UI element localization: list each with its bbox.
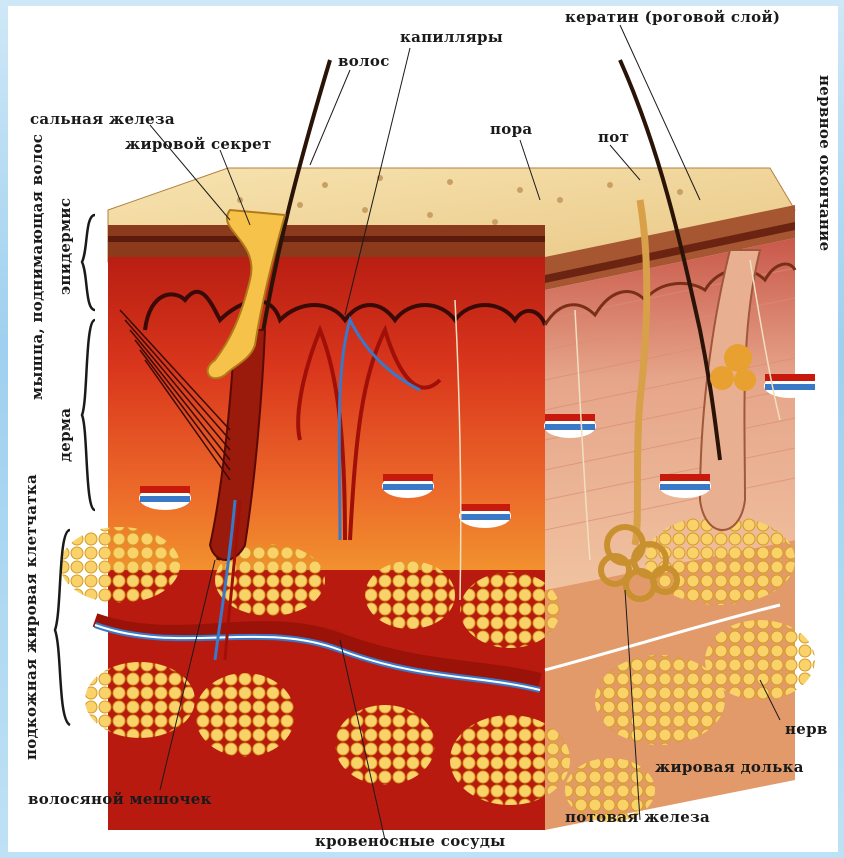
label-hair-lifting-muscle: мышца, поднимающая волос <box>28 134 46 400</box>
label-hair-follicle: волосяной мешочек <box>28 790 212 808</box>
label-blood-vessels: кровеносные сосуды <box>315 832 506 850</box>
label-sweat-gland: потовая железа <box>565 808 710 826</box>
label-sebaceous-gland: сальная железа <box>30 110 175 128</box>
label-fat-lobule: жировая долька <box>655 758 804 776</box>
label-keratin: кератин (роговой слой) <box>565 8 780 26</box>
label-sweat: пот <box>598 128 629 146</box>
label-subcutaneous-fat: подкожная жировая клетчатка <box>22 474 40 760</box>
label-capillaries: капилляры <box>400 28 503 46</box>
label-dermis: дерма <box>56 408 74 462</box>
label-hair: волос <box>338 52 390 70</box>
label-nerve: нерв <box>785 720 828 738</box>
label-fat-secretion: жировой секрет <box>125 135 272 153</box>
label-pore: пора <box>490 120 532 138</box>
label-nerve-ending: нервное окончание <box>816 75 834 251</box>
label-epidermis: эпидермис <box>56 198 74 295</box>
